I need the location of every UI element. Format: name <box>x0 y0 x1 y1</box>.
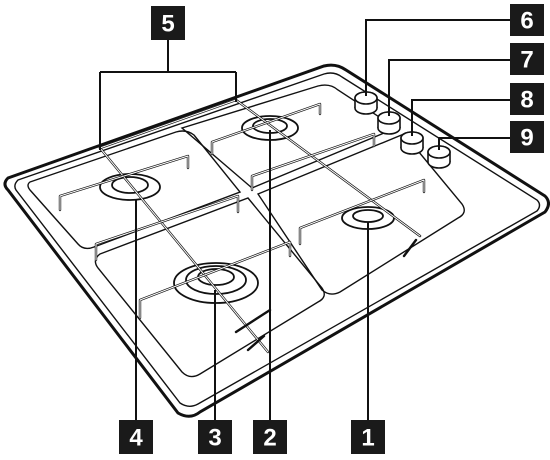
control-knobs <box>354 91 451 169</box>
pan-supports <box>58 98 426 354</box>
leader-8 <box>411 99 512 136</box>
burners <box>99 115 395 304</box>
svg-text:4: 4 <box>129 425 143 452</box>
svg-text:6: 6 <box>520 8 533 35</box>
knob-9[interactable] <box>427 145 451 169</box>
callout-labels: 5 6 7 8 9 4 3 2 <box>119 4 544 454</box>
callout-2: 2 <box>253 420 287 454</box>
well-rear-right <box>180 84 398 189</box>
svg-text:1: 1 <box>361 425 374 452</box>
callout-8: 8 <box>510 83 544 115</box>
callout-1: 1 <box>351 420 385 454</box>
well-front-left <box>94 197 325 378</box>
knob-6[interactable] <box>354 91 378 115</box>
burner-wells <box>27 84 465 378</box>
leader-9 <box>438 137 512 150</box>
svg-text:2: 2 <box>263 425 276 452</box>
svg-text:8: 8 <box>520 87 533 114</box>
svg-text:7: 7 <box>520 47 533 74</box>
knob-7[interactable] <box>377 111 401 135</box>
burner-4-rear-left <box>99 173 161 201</box>
leader-5 <box>99 40 237 150</box>
callout-7: 7 <box>510 43 544 75</box>
leader-7 <box>388 59 512 116</box>
callout-6: 6 <box>510 4 544 36</box>
svg-text:9: 9 <box>520 125 533 152</box>
leader-6 <box>365 19 512 96</box>
callout-5: 5 <box>151 6 185 40</box>
leader-lines <box>99 19 512 420</box>
callout-9: 9 <box>510 121 544 153</box>
callout-3: 3 <box>198 420 232 454</box>
svg-text:5: 5 <box>161 11 174 38</box>
burner-3-front-left-large <box>173 262 259 304</box>
well-front-right <box>256 133 465 295</box>
callout-4: 4 <box>119 420 153 454</box>
svg-text:3: 3 <box>208 425 221 452</box>
